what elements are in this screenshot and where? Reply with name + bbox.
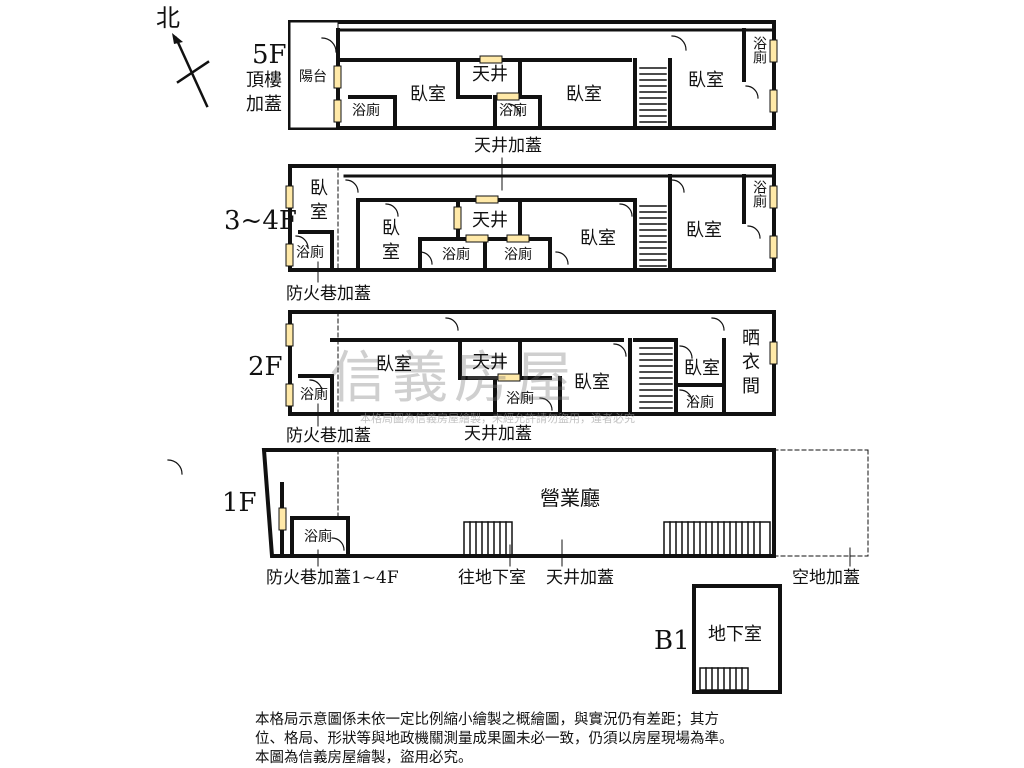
disclaimer-line-2: 位、格局、形狀等與地政機關測量成果圖未必一致，仍須以房屋現場為準。 xyxy=(255,731,734,747)
caption-lightwell-addition-top: 天井加蓋 xyxy=(474,136,542,156)
floor-5f-label: 5F xyxy=(252,40,287,70)
floor-2f-label: 2F xyxy=(248,352,283,382)
room-bed-3f-b: 室 xyxy=(310,202,328,223)
floor-1f-label: 1F xyxy=(222,488,257,518)
floor-5f-sub1: 頂樓 xyxy=(246,70,282,91)
caption-lightwell-addition-1f: 天井加蓋 xyxy=(546,568,614,588)
room-bedroom-3f-a: 臥室 xyxy=(580,228,616,249)
caption-open-space-addition: 空地加蓋 xyxy=(792,568,860,588)
floor-1f-plan xyxy=(167,157,869,567)
north-label: 北 xyxy=(156,4,180,32)
disclaimer-line-3: 本圖為信義房屋繪製，盜用必究。 xyxy=(255,750,473,766)
room-bedroom-2f-c: 臥室 xyxy=(684,358,720,379)
disclaimer-line-1: 本格局示意圖係未依一定比例縮小繪製之概繪圖，與實況仍有差距；其方 xyxy=(255,712,719,728)
north-arrow-icon xyxy=(172,33,210,108)
floor-b1-plan xyxy=(692,584,782,694)
room-laundry-2: 衣 xyxy=(742,352,760,373)
floor-3-4f-plan xyxy=(285,164,778,272)
room-bedroom-2f-b: 臥室 xyxy=(574,372,610,393)
room-bedroom-3f-b: 臥室 xyxy=(686,220,722,241)
caption-lightwell-addition-2f: 天井加蓋 xyxy=(464,424,532,444)
room-balcony-5f: 陽台 xyxy=(299,69,327,85)
room-bath-2f-c: 浴廁 xyxy=(686,395,714,411)
floor-2f-plan xyxy=(285,310,778,416)
room-laundry-1: 晒 xyxy=(742,328,760,349)
room-bedroom-5f-c: 臥室 xyxy=(688,70,724,91)
room-bedroom-5f-a: 臥室 xyxy=(410,84,446,105)
room-business-hall: 營業廳 xyxy=(540,486,600,510)
room-bedroom-2f-a: 臥室 xyxy=(376,354,412,375)
watermark-notice: 本格局圖為信義房屋繪製，未經允許請勿盜用，違者必究 xyxy=(360,412,635,425)
caption-to-basement: 往地下室 xyxy=(458,568,526,588)
room-basement: 地下室 xyxy=(708,624,762,645)
floor-b1-label: B1 xyxy=(654,626,690,656)
caption-firelane-1-4f: 防火巷加蓋1~4F xyxy=(266,568,399,588)
caption-firelane-3f: 防火巷加蓋 xyxy=(286,284,371,304)
watermark-brand: 信義房屋 xyxy=(330,346,578,411)
floor-3-4f-label: 3~4F xyxy=(224,206,297,236)
room-bed-3f-d: 室 xyxy=(382,242,400,263)
room-bedroom-5f-b: 臥室 xyxy=(566,84,602,105)
room-bath-5f-a: 浴廁 xyxy=(352,103,380,119)
room-bath-5f-b: 浴廁 xyxy=(499,103,527,119)
room-laundry-3: 間 xyxy=(742,376,760,397)
room-bath-5f-c: 浴廁 xyxy=(751,36,767,64)
room-lightwell-5f: 天井 xyxy=(472,64,508,85)
room-bath-3f-b: 浴廁 xyxy=(442,247,470,263)
disclaimer-note: 本格局示意圖係未依一定比例縮小繪製之概繪圖，與實況仍有差距；其方 位、格局、形狀… xyxy=(255,711,795,768)
room-lightwell-3f: 天井 xyxy=(472,210,508,231)
room-bath-3f-c: 浴廁 xyxy=(504,247,532,263)
room-bath-2f-a: 浴廁 xyxy=(300,387,328,403)
room-bed-3f-a: 臥 xyxy=(310,178,328,199)
room-bath-3f-a: 浴廁 xyxy=(296,245,324,261)
caption-firelane-2f: 防火巷加蓋 xyxy=(286,426,371,446)
room-bed-3f-c: 臥 xyxy=(382,218,400,239)
floor-5f-sub2: 加蓋 xyxy=(246,94,282,115)
room-lightwell-2f: 天井 xyxy=(472,352,508,373)
room-bath-3f-d: 浴廁 xyxy=(751,180,767,208)
room-bath-2f-b: 浴廁 xyxy=(506,391,534,407)
room-bath-1f: 浴廁 xyxy=(304,529,332,545)
floor-5f-plan xyxy=(288,20,778,130)
